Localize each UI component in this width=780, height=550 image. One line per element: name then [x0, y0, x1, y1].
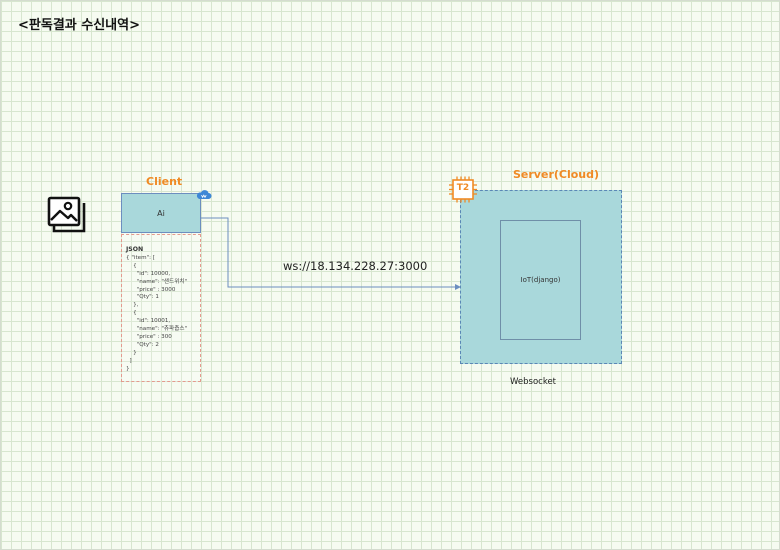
- arrow-head-icon: [455, 284, 461, 290]
- json-line: },: [126, 302, 139, 309]
- json-line: {: [126, 310, 137, 317]
- json-line: "Qty": 2: [126, 341, 159, 348]
- client-label: Client: [146, 175, 183, 188]
- server-label: Server(Cloud): [513, 168, 600, 181]
- iot-django-box[interactable]: IoT(django): [500, 220, 581, 340]
- image-gallery-icon: [47, 196, 86, 233]
- json-line: "id": 10000,: [126, 270, 171, 277]
- websocket-connector-line[interactable]: [201, 217, 458, 288]
- ai-box[interactable]: Ai: [121, 193, 201, 233]
- json-line: ]: [126, 357, 132, 364]
- ec2-instance-icon: T2: [448, 176, 478, 203]
- json-payload-text: JSON { "item": [ { "id": 10000, "name": …: [126, 246, 187, 374]
- iot-django-label: IoT(django): [520, 276, 561, 284]
- json-line: "name": "츄파춥스": [126, 326, 188, 333]
- json-line: }: [126, 365, 130, 372]
- cloud-badge-icon: [196, 190, 212, 199]
- json-title: JSON: [126, 246, 144, 253]
- ai-box-label: Ai: [157, 208, 165, 218]
- json-payload-box: [121, 234, 201, 382]
- json-line: "price" : 300: [126, 333, 172, 340]
- json-line: "name": "샌드위치": [126, 278, 188, 285]
- json-line: { "item": [: [126, 254, 155, 261]
- connection-url-label: ws://18.134.228.27:3000: [283, 259, 428, 273]
- json-line: "id": 10001,: [126, 318, 171, 325]
- json-line: "price" : 3000: [126, 286, 176, 293]
- page-title: <판독결과 수신내역>: [18, 18, 140, 33]
- ec2-badge-label: T2: [456, 183, 470, 193]
- json-line: {: [126, 262, 137, 269]
- websocket-caption: Websocket: [510, 377, 557, 387]
- json-line: "Qty": 1: [126, 294, 159, 301]
- json-line: }: [126, 349, 137, 356]
